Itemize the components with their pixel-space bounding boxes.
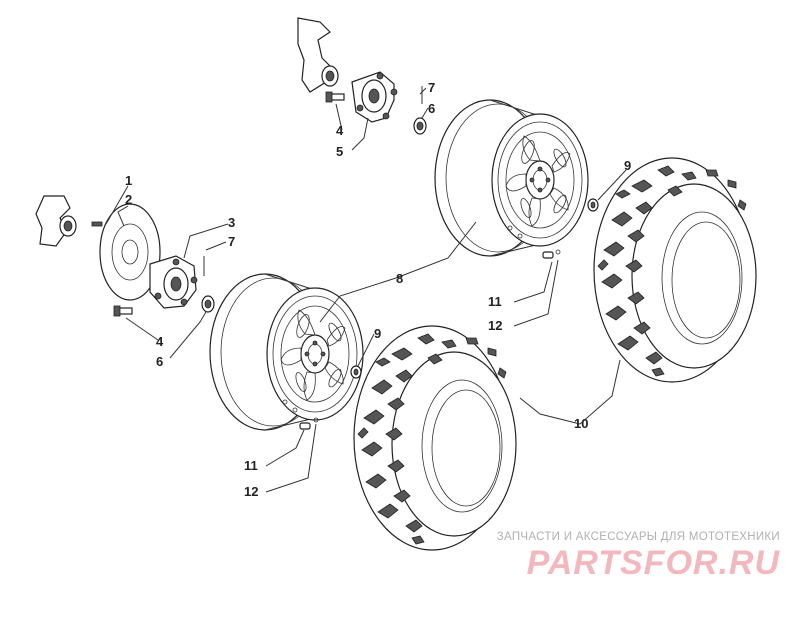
lower-rim: [209, 273, 364, 431]
callout-10: 10: [574, 416, 588, 431]
upper-tire: [593, 157, 757, 383]
callout-6: 6: [156, 354, 163, 369]
upper-stud-bolt: [325, 91, 345, 103]
callout-7: 7: [428, 80, 435, 95]
callout-2: 2: [125, 192, 132, 207]
upper-rim-nut: [587, 198, 599, 212]
lower-valve-stem: [299, 417, 319, 430]
callout-8: 8: [396, 271, 403, 286]
lower-rim-nut: [350, 365, 362, 379]
callout-4: 4: [336, 123, 344, 138]
watermark-tagline: ЗАПЧАСТИ И АКСЕССУАРЫ ДЛЯ МОТОТЕХНИКИ: [497, 531, 780, 543]
callout-11: 11: [488, 294, 502, 309]
callout-12: 12: [244, 484, 258, 499]
callout-6: 6: [428, 101, 435, 116]
callout-1: 1: [125, 173, 132, 188]
upper-wheel-hub: [351, 71, 398, 123]
upper-steering-knuckle: [297, 17, 339, 93]
callout-4: 4: [156, 334, 164, 349]
callout-5: 5: [336, 144, 343, 159]
callout-3: 3: [228, 215, 235, 230]
watermark-logo: PARTSFOR.RU: [527, 544, 781, 582]
brake-disc: [99, 203, 161, 301]
lower-lug-nut: [201, 295, 215, 313]
callout-9: 9: [374, 326, 381, 341]
lower-steering-knuckle: [35, 195, 77, 247]
lower-wheel-hub: [149, 255, 198, 309]
upper-rim: [434, 99, 589, 257]
upper-valve-stem: [542, 249, 561, 259]
lower-stud-bolt: [113, 305, 133, 317]
callout-9: 9: [624, 158, 631, 173]
disc-screw: [91, 221, 103, 227]
lower-tire: [353, 325, 517, 551]
callout-7: 7: [228, 234, 235, 249]
callout-11: 11: [244, 458, 258, 473]
callout-12: 12: [488, 318, 502, 333]
upper-lug-nut: [413, 117, 427, 135]
leader-lines: [105, 87, 627, 493]
